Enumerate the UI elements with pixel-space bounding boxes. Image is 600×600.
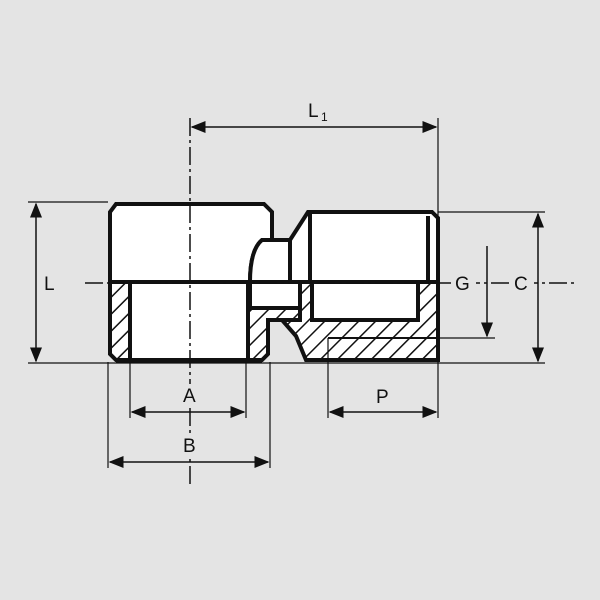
label-l1-subscript: 1	[321, 110, 328, 124]
label-b: B	[183, 436, 196, 457]
label-p: P	[376, 387, 389, 408]
label-a: A	[183, 386, 196, 407]
neck	[247, 238, 302, 310]
dimension-lines	[30, 121, 544, 468]
label-l: L	[44, 274, 55, 295]
extension-lines	[28, 118, 545, 468]
label-c: C	[514, 274, 528, 295]
label-g: G	[455, 274, 470, 295]
label-l1: L	[308, 101, 319, 122]
right-body	[277, 210, 440, 362]
left-body	[108, 202, 302, 363]
